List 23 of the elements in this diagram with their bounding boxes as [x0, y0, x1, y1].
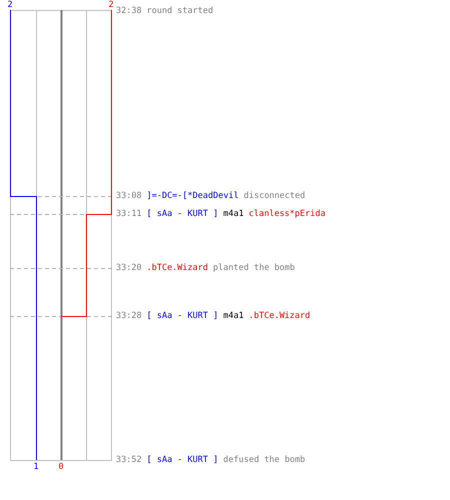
team-count: 1 — [34, 462, 39, 472]
team-count: 2 — [108, 0, 114, 10]
player-name: ]=-DC=-[*DeadDevil — [146, 191, 239, 201]
event-text: defused the bomb — [223, 455, 306, 465]
player-name: .bTCe.Wizard — [248, 311, 310, 321]
player-name: [ sAa - KURT ] — [146, 209, 218, 219]
timestamp: 33:52 — [116, 455, 142, 465]
event-text: disconnected — [244, 191, 306, 201]
weapon-name: m4a1 — [223, 209, 244, 219]
timestamp: 33:28 — [116, 311, 142, 321]
timestamp: 32:38 — [116, 6, 142, 16]
player-name: clanless*pErida — [248, 209, 326, 219]
player-name: [ sAa - KURT ] — [146, 311, 218, 321]
team-count: 2 — [8, 0, 13, 10]
timestamp: 33:08 — [116, 191, 142, 201]
weapon-name: m4a1 — [223, 311, 244, 321]
event-text: round started — [146, 6, 214, 16]
team-count: 0 — [58, 462, 64, 472]
event-text: planted the bomb — [213, 263, 295, 273]
timestamp: 33:20 — [116, 263, 142, 273]
player-name: .bTCe.Wizard — [146, 263, 208, 273]
timestamp: 33:11 — [116, 209, 142, 219]
player-name: [ sAa - KURT ] — [146, 455, 218, 465]
